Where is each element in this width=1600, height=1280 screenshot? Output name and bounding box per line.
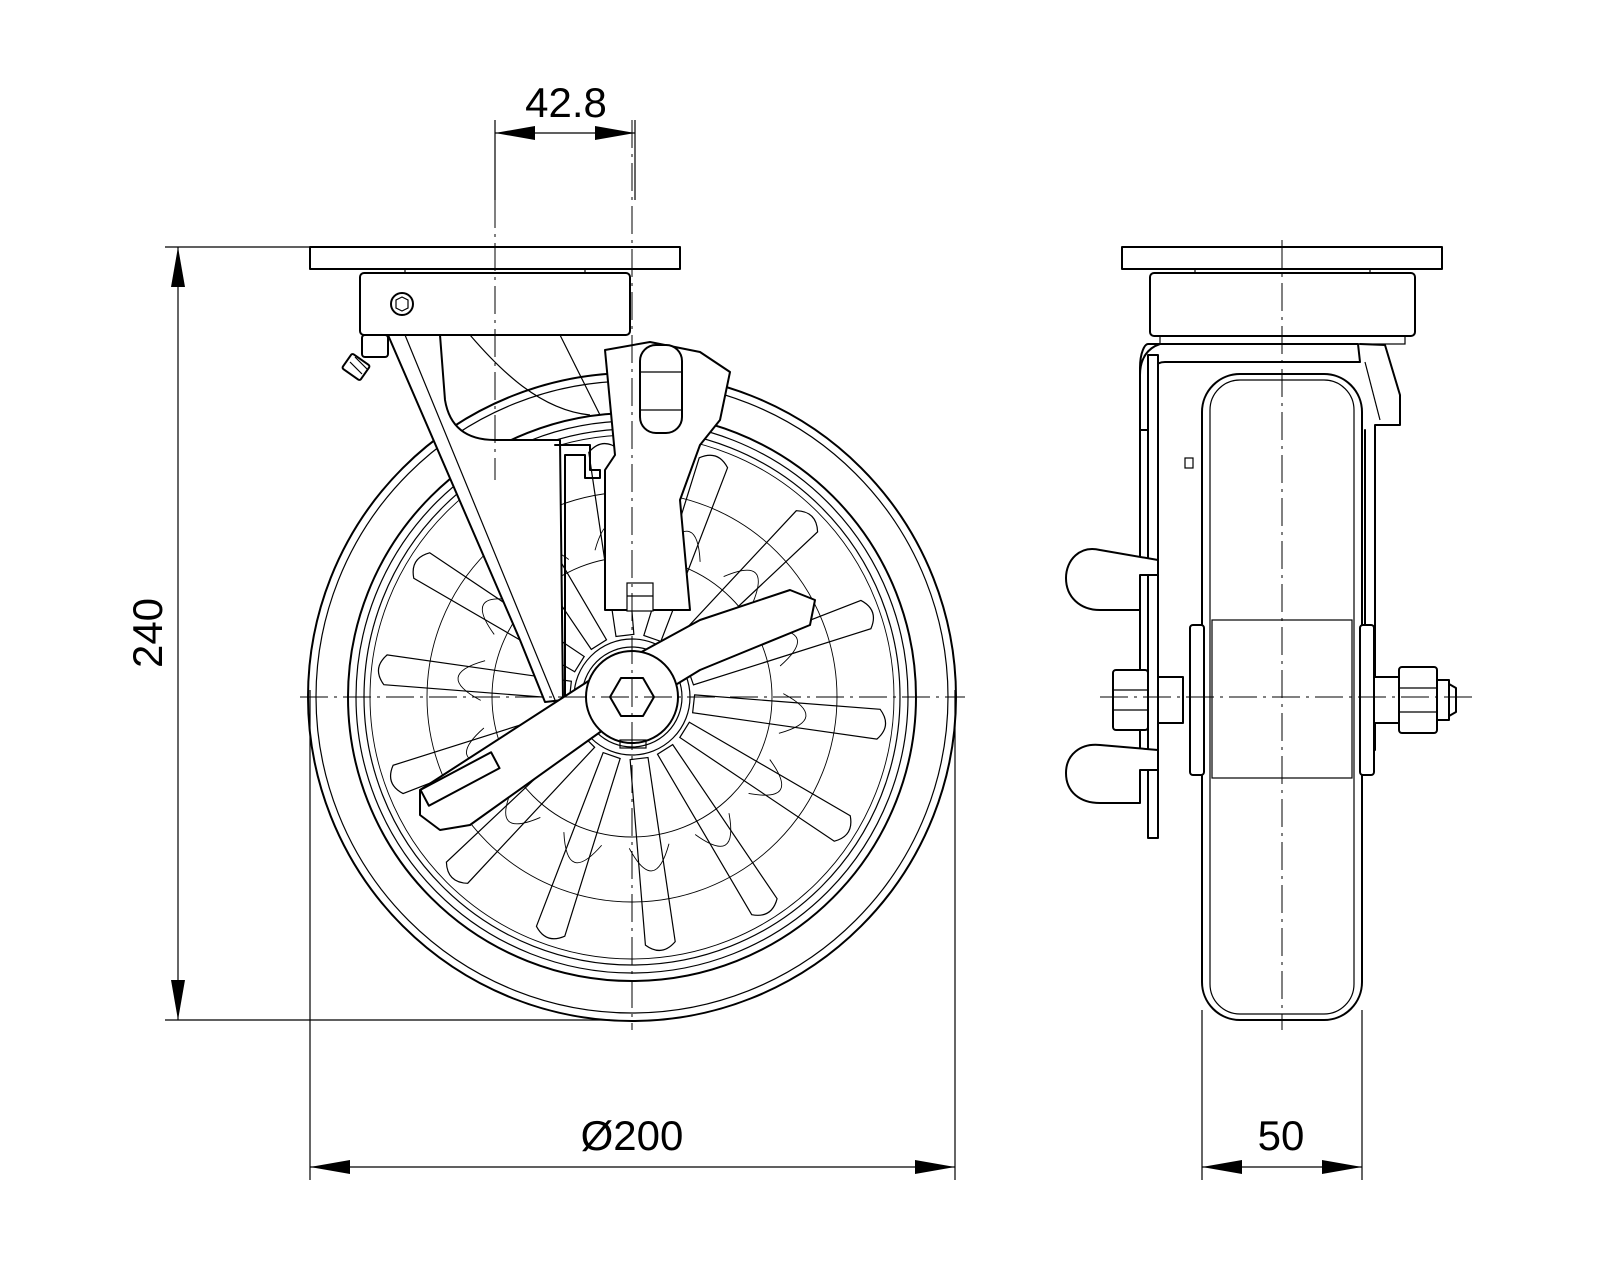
brake-pedal bbox=[604, 341, 731, 612]
height-label: 240 bbox=[124, 598, 171, 668]
arrowhead bbox=[171, 247, 185, 287]
arrowhead bbox=[310, 1160, 350, 1174]
caster-front-view bbox=[300, 120, 965, 1030]
spoke bbox=[691, 693, 887, 740]
arrowhead bbox=[171, 980, 185, 1020]
side-brake-pedal-top bbox=[1065, 548, 1159, 611]
arrowhead bbox=[915, 1160, 955, 1174]
width-label: 50 bbox=[1258, 1112, 1305, 1159]
fork-leg bbox=[387, 334, 564, 703]
spoke bbox=[656, 743, 778, 916]
spoke bbox=[668, 510, 819, 661]
caster-side-view bbox=[1065, 240, 1475, 1030]
spoke bbox=[535, 751, 621, 940]
spoke bbox=[377, 654, 573, 701]
lubrication-screw-icon bbox=[390, 292, 414, 316]
offset-label: 42.8 bbox=[525, 79, 607, 126]
spoke bbox=[678, 721, 852, 842]
dimension-offset: 42.8 bbox=[494, 79, 636, 200]
grease-nipple-icon bbox=[341, 334, 389, 381]
arrowhead bbox=[1202, 1160, 1242, 1174]
arrowhead bbox=[495, 126, 535, 140]
dimension-height: 240 bbox=[124, 246, 610, 1021]
diameter-label: Ø200 bbox=[581, 1112, 684, 1159]
spoke bbox=[628, 756, 676, 951]
dimension-width: 50 bbox=[1201, 1010, 1363, 1180]
dimension-diameter: Ø200 bbox=[309, 690, 956, 1180]
side-brake-pedal-bottom bbox=[1065, 743, 1159, 804]
side-axle-bolt bbox=[1112, 666, 1457, 734]
arrowhead bbox=[595, 126, 635, 140]
arrowhead bbox=[1322, 1160, 1362, 1174]
